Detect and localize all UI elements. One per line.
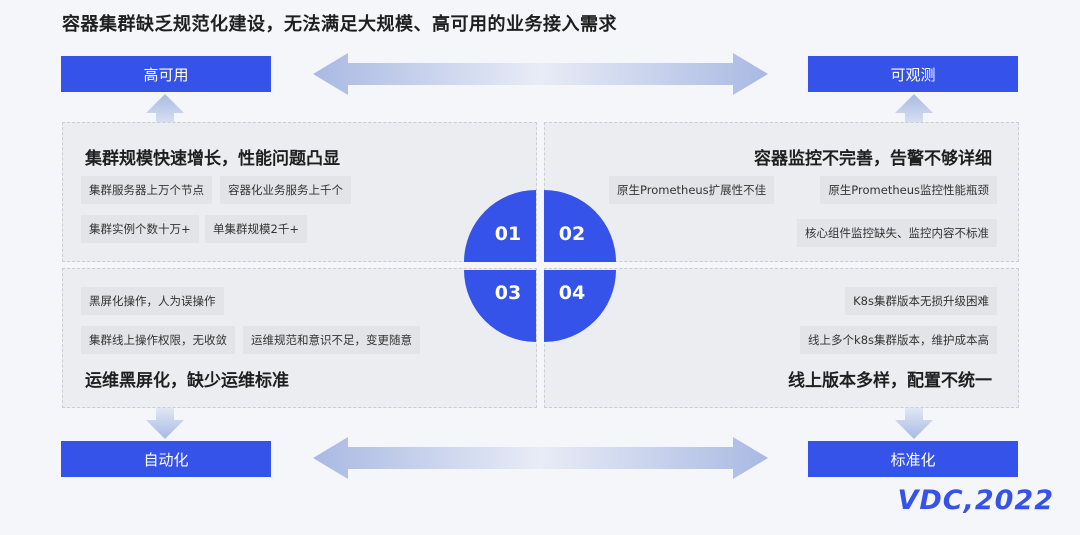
- corner-box-standardization: 标准化: [808, 441, 1018, 477]
- page-title: 容器集群缺乏规范化建设，无法满足大规模、高可用的业务接入需求: [62, 14, 617, 35]
- quadrant-04-chip: 线上多个k8s集群版本，维护成本高: [800, 326, 997, 354]
- quadrant-02-chip: 原生Prometheus扩展性不佳: [609, 176, 775, 204]
- quadrant-04-heading: 线上版本多样，配置不统一: [788, 371, 992, 391]
- quadrant-02-chip: 原生Prometheus监控性能瓶颈: [820, 176, 997, 204]
- quadrant-03-chip: 运维规范和意识不足，变更随意: [243, 326, 420, 354]
- quadrant-02-heading: 容器监控不完善，告警不够详细: [754, 149, 992, 169]
- quarter-03: [464, 270, 536, 342]
- quarter-04-number: 04: [559, 282, 585, 304]
- quadrant-01-chip: 容器化业务服务上千个: [220, 176, 351, 204]
- quarter-02: [544, 190, 616, 262]
- quadrant-01-chip: 集群实例个数十万+: [81, 215, 199, 243]
- quarter-04: [544, 270, 616, 342]
- quadrant-01-heading: 集群规模快速增长，性能问题凸显: [85, 149, 340, 169]
- quarter-02-number: 02: [559, 223, 585, 245]
- center-quad-circle: 01 02 03 04: [464, 190, 616, 342]
- quadrant-03-heading: 运维黑屏化，缺少运维标准: [85, 371, 289, 391]
- quarter-03-number: 03: [495, 282, 521, 304]
- quarter-01-number: 01: [495, 223, 521, 245]
- quadrant-04-chip: K8s集群版本无损升级困难: [845, 287, 997, 315]
- vdc-logo: VDC,2022: [897, 485, 1054, 516]
- bottom-double-arrow: [313, 437, 768, 479]
- quadrant-02-chip: 核心组件监控缺失、监控内容不标准: [797, 219, 997, 247]
- quadrant-03-chip: 黑屏化操作，人为误操作: [81, 287, 224, 315]
- quadrant-03-chip: 集群线上操作权限，无收敛: [81, 326, 235, 354]
- up-arrow-right: [895, 94, 933, 132]
- quarter-01: [464, 190, 536, 262]
- corner-box-observability: 可观测: [808, 56, 1018, 92]
- down-arrow-left: [146, 405, 184, 439]
- corner-box-automation: 自动化: [61, 441, 271, 477]
- up-arrow-left: [146, 94, 184, 132]
- quadrant-01-chip: 集群服务器上万个节点: [81, 176, 212, 204]
- corner-box-high-availability: 高可用: [61, 56, 271, 92]
- top-double-arrow: [313, 53, 768, 95]
- quadrant-01-chip: 单集群规模2千+: [205, 215, 307, 243]
- down-arrow-right: [895, 405, 933, 439]
